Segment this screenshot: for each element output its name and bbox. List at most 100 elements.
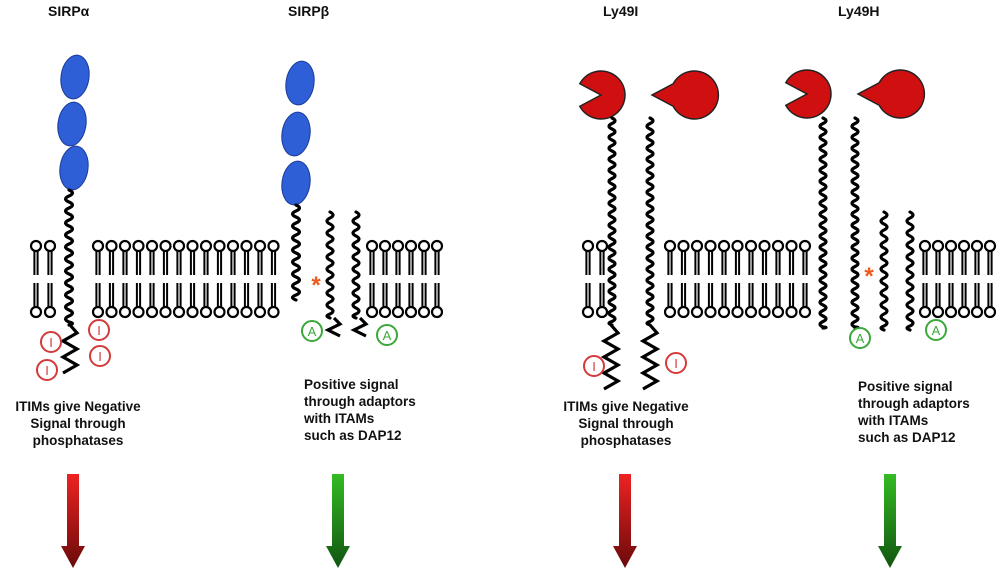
motif-label: A bbox=[308, 324, 317, 339]
lipid-head bbox=[240, 305, 253, 319]
receptor-chain bbox=[818, 116, 828, 330]
itim-tail bbox=[639, 323, 661, 391]
adaptor-chain bbox=[905, 210, 915, 332]
motif-label: A bbox=[383, 328, 392, 343]
phosphorylation-marker: * bbox=[311, 272, 321, 299]
ig-domain bbox=[285, 60, 315, 106]
motif-label: I bbox=[45, 363, 49, 378]
lipid-head bbox=[145, 239, 159, 253]
lipid-head bbox=[798, 239, 812, 253]
ig-domain bbox=[281, 160, 311, 206]
dap12-adaptor bbox=[324, 210, 369, 338]
transmembrane-chain bbox=[290, 203, 302, 302]
itim-motif: I bbox=[665, 352, 687, 374]
lectin-domain bbox=[578, 70, 626, 120]
lipid-head bbox=[704, 305, 717, 319]
receptor-chain bbox=[645, 116, 655, 327]
receptor-chain bbox=[607, 116, 617, 327]
lipid-head bbox=[186, 239, 199, 253]
receptor-chain bbox=[850, 116, 860, 330]
lipid-head bbox=[717, 305, 731, 319]
negative-signal-arrow bbox=[613, 474, 637, 568]
lipid-head bbox=[105, 239, 118, 253]
lipid-head bbox=[704, 239, 717, 253]
lipid-head bbox=[43, 305, 57, 319]
lipid-head bbox=[132, 239, 145, 253]
sirp-alpha-description: ITIMs give Negative Signal through phosp… bbox=[0, 398, 156, 449]
phosphorylation-marker: * bbox=[864, 263, 874, 290]
lipid-head bbox=[918, 239, 932, 253]
lipid-head bbox=[677, 239, 690, 253]
positive-signal-arrow bbox=[878, 474, 902, 568]
lipid-head bbox=[595, 239, 609, 253]
adaptor-chain bbox=[879, 210, 889, 332]
lipid-head bbox=[957, 305, 971, 319]
description-line: through adaptors bbox=[858, 396, 970, 411]
lipid-head bbox=[581, 305, 595, 319]
transmembrane-chain bbox=[63, 188, 75, 327]
lipid-head bbox=[29, 305, 43, 319]
adaptor-chain bbox=[351, 210, 361, 320]
lipid-head bbox=[417, 239, 431, 253]
lipid-head bbox=[199, 239, 213, 253]
description-line: Positive signal bbox=[858, 379, 953, 394]
description-line: ITIMs give Negative bbox=[15, 399, 141, 414]
lipid-bilayer bbox=[29, 239, 57, 319]
lipid-head bbox=[213, 239, 226, 253]
lipid-head bbox=[417, 305, 431, 319]
lipid-head bbox=[744, 305, 758, 319]
lipid-head bbox=[105, 305, 118, 319]
motif-ring bbox=[301, 320, 323, 342]
sirp-beta-description: Positive signal through adaptors with IT… bbox=[304, 376, 416, 444]
description-line: phosphatases bbox=[580, 433, 672, 448]
lipid-head bbox=[118, 305, 132, 319]
itim-motif: I bbox=[36, 359, 58, 381]
lipid-head bbox=[391, 305, 405, 319]
itim-motif: I bbox=[583, 355, 605, 377]
lectin-domain bbox=[650, 70, 720, 120]
lipid-head bbox=[226, 305, 240, 319]
negative-signal-arrow bbox=[61, 474, 85, 568]
lipid-head bbox=[970, 239, 984, 253]
lipid-bilayer bbox=[91, 239, 280, 319]
lipid-head bbox=[663, 305, 677, 319]
lipid-head bbox=[404, 239, 418, 253]
ig-domain bbox=[59, 145, 89, 191]
lipid-head bbox=[186, 305, 199, 319]
itam-motif: A bbox=[925, 319, 947, 341]
itam-motif: A bbox=[376, 324, 398, 346]
ig-domain bbox=[57, 101, 87, 147]
sirp-alpha-receptor bbox=[57, 54, 90, 375]
lipid-head bbox=[365, 305, 379, 319]
ly49i-title: Ly49I bbox=[603, 3, 639, 19]
lipid-head bbox=[240, 239, 253, 253]
lipid-bilayer bbox=[365, 239, 444, 319]
description-line: such as DAP12 bbox=[858, 430, 956, 445]
lipid-head bbox=[29, 239, 43, 253]
motif-ring bbox=[849, 327, 871, 349]
description-line: such as DAP12 bbox=[304, 428, 402, 443]
lipid-head bbox=[690, 239, 704, 253]
motif-label: I bbox=[97, 323, 101, 338]
positive-signal-arrow bbox=[326, 474, 350, 568]
lipid-head bbox=[744, 239, 758, 253]
lipid-head bbox=[758, 239, 771, 253]
motif-label: I bbox=[49, 335, 53, 350]
lipid-head bbox=[213, 305, 226, 319]
description-line: ITIMs give Negative bbox=[563, 399, 689, 414]
itam-motif: A bbox=[301, 320, 323, 342]
description-line: Positive signal bbox=[304, 377, 399, 392]
lipid-head bbox=[595, 305, 609, 319]
lipid-bilayer bbox=[581, 239, 609, 319]
lipid-head bbox=[430, 239, 444, 253]
lipid-head bbox=[957, 239, 971, 253]
lipid-head bbox=[159, 305, 172, 319]
ly49h-title: Ly49H bbox=[838, 3, 880, 19]
lipid-head bbox=[983, 305, 997, 319]
lipid-head bbox=[970, 305, 984, 319]
lipid-head bbox=[91, 239, 105, 253]
motif-label: I bbox=[592, 359, 596, 374]
signal-arrows bbox=[61, 474, 902, 568]
description-line: Signal through bbox=[30, 416, 126, 431]
lipid-head bbox=[690, 305, 704, 319]
